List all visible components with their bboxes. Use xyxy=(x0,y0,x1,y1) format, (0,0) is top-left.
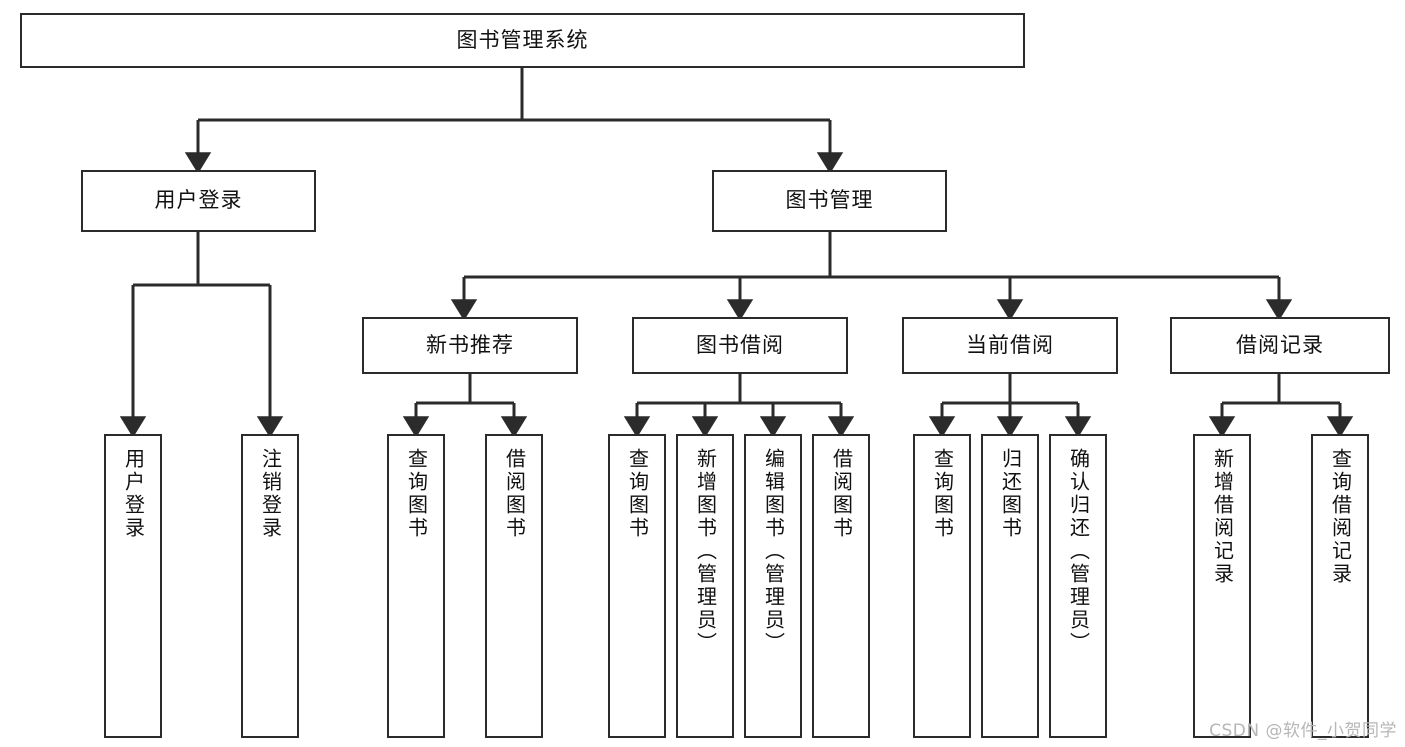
node-current-borrow-label: 当前借阅 xyxy=(966,332,1054,357)
node-book-borrow-label: 图书借阅 xyxy=(696,332,784,357)
leaf-logout-label: 注销登录 xyxy=(258,448,283,540)
leaf-recommend-borrow-book-label: 借阅图书 xyxy=(502,448,527,540)
node-root-system-label: 图书管理系统 xyxy=(456,27,589,52)
leaf-recommend-borrow-book[interactable]: 借阅图书 xyxy=(485,434,543,738)
leaf-record-query-label: 查询借阅记录 xyxy=(1328,448,1353,586)
leaf-borrow-edit-book[interactable]: 编辑图书（管理员） xyxy=(744,434,802,738)
leaf-current-query-book[interactable]: 查询图书 xyxy=(913,434,971,738)
node-book-management[interactable]: 图书管理 xyxy=(712,170,947,232)
leaf-borrow-borrow-book-label: 借阅图书 xyxy=(829,448,854,540)
leaf-borrow-borrow-book[interactable]: 借阅图书 xyxy=(812,434,870,738)
leaf-current-return-book[interactable]: 归还图书 xyxy=(981,434,1039,738)
leaf-borrow-query-book[interactable]: 查询图书 xyxy=(608,434,666,738)
leaf-current-confirm-return-label: 确认归还（管理员） xyxy=(1066,448,1091,655)
leaf-current-query-book-label: 查询图书 xyxy=(930,448,955,540)
csdn-watermark: CSDN @软件_小贺同学 xyxy=(1209,721,1397,741)
node-user-login-label: 用户登录 xyxy=(154,188,243,213)
leaf-recommend-query-book-label: 查询图书 xyxy=(404,448,429,540)
node-new-book-recommend[interactable]: 新书推荐 xyxy=(362,317,578,374)
node-borrow-record-label: 借阅记录 xyxy=(1236,332,1324,357)
node-user-login[interactable]: 用户登录 xyxy=(81,170,316,232)
leaf-record-add[interactable]: 新增借阅记录 xyxy=(1193,434,1251,738)
node-new-book-recommend-label: 新书推荐 xyxy=(426,332,514,357)
leaf-logout[interactable]: 注销登录 xyxy=(241,434,299,738)
leaf-borrow-add-book-label: 新增图书（管理员） xyxy=(693,448,718,655)
leaf-current-return-book-label: 归还图书 xyxy=(998,448,1023,540)
node-book-management-label: 图书管理 xyxy=(785,188,874,213)
leaf-borrow-query-book-label: 查询图书 xyxy=(625,448,650,540)
leaf-record-add-label: 新增借阅记录 xyxy=(1210,448,1235,586)
node-borrow-record[interactable]: 借阅记录 xyxy=(1170,317,1390,374)
node-book-borrow[interactable]: 图书借阅 xyxy=(632,317,848,374)
leaf-recommend-query-book[interactable]: 查询图书 xyxy=(387,434,445,738)
leaf-borrow-edit-book-label: 编辑图书（管理员） xyxy=(761,448,786,655)
leaf-user-login-label: 用户登录 xyxy=(121,448,146,540)
leaf-borrow-add-book[interactable]: 新增图书（管理员） xyxy=(676,434,734,738)
node-current-borrow[interactable]: 当前借阅 xyxy=(902,317,1118,374)
leaf-user-login[interactable]: 用户登录 xyxy=(104,434,162,738)
leaf-current-confirm-return[interactable]: 确认归还（管理员） xyxy=(1049,434,1107,738)
node-root-system[interactable]: 图书管理系统 xyxy=(20,13,1025,68)
leaf-record-query[interactable]: 查询借阅记录 xyxy=(1311,434,1369,738)
